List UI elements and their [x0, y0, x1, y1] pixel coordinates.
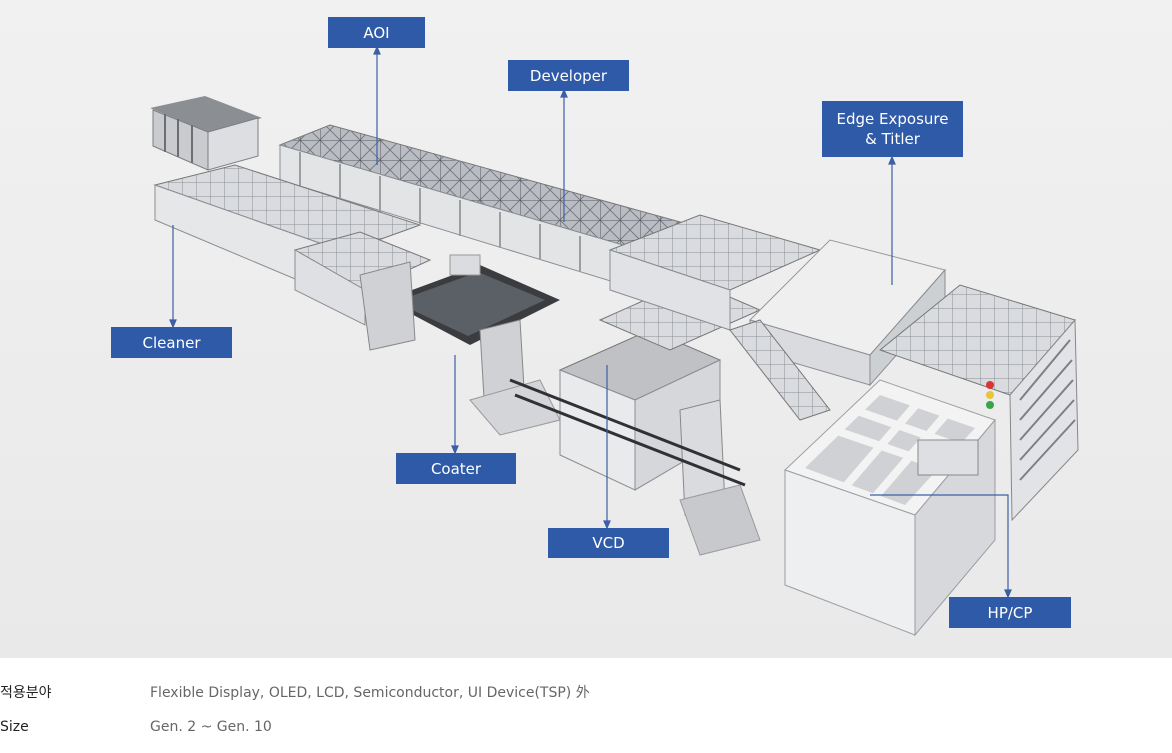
cleaner-label[interactable]: Cleaner: [111, 327, 232, 358]
spec-value: Flexible Display, OLED, LCD, Semiconduct…: [150, 685, 590, 701]
vcd-label[interactable]: VCD: [548, 528, 669, 558]
storage-unit: [150, 96, 262, 171]
coater-unit: [359, 254, 561, 436]
equipment-diagram: AOI Developer Edge Exposure & Titler Cle…: [0, 0, 1172, 658]
spec-row-application: 적용분야 Flexible Display, OLED, LCD, Semico…: [0, 679, 1172, 703]
equipment-illustration: [150, 45, 1079, 637]
developer-track: [278, 124, 682, 291]
spec-row-size: Size Gen. 2 ~ Gen. 10: [0, 716, 1172, 740]
leader-lines: [169, 45, 1012, 599]
spec-value: Gen. 2 ~ Gen. 10: [150, 719, 272, 735]
cleaner-track: [153, 164, 432, 326]
spec-key: 적용분야: [0, 685, 52, 701]
hpcp-label[interactable]: HP/CP: [949, 597, 1071, 628]
developer-label[interactable]: Developer: [508, 60, 629, 91]
coater-label[interactable]: Coater: [396, 453, 516, 484]
edge-exposure-label[interactable]: Edge Exposure & Titler: [822, 101, 963, 157]
stocker-rack: [878, 284, 1079, 522]
hpcp-unit: [784, 379, 996, 637]
spec-key: Size: [0, 719, 29, 735]
aoi-label[interactable]: AOI: [328, 17, 425, 48]
vcd-unit: [509, 214, 822, 556]
